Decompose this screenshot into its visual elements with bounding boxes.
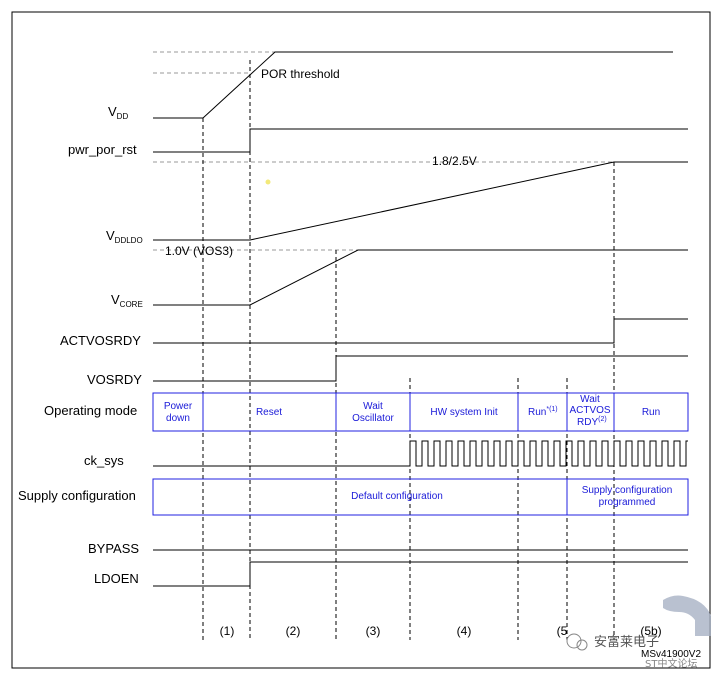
phase-label-1: (1) xyxy=(220,624,235,638)
watermark-subtext: ST中文论坛 xyxy=(645,657,697,670)
actvosrdy-waveform xyxy=(153,318,688,344)
v10-vos3-label: 1.0V (VOS3) xyxy=(165,244,233,258)
bypass-label: BYPASS xyxy=(88,541,139,556)
ck-sys-label: ck_sys xyxy=(84,453,124,468)
vosrdy-waveform xyxy=(153,355,688,382)
watermark: 安富莱电子 ST中文论坛 xyxy=(566,595,711,670)
ldoen-label: LDOEN xyxy=(94,571,139,586)
wechat-icon-bubble xyxy=(576,639,588,651)
phase-label-5b: (5b) xyxy=(640,624,661,638)
pwr-por-rst-label: pwr_por_rst xyxy=(68,142,137,157)
supply-config-box xyxy=(152,478,689,516)
operating-mode-row: Power down Reset Wait Oscillator HW syst… xyxy=(152,392,689,432)
figure-reference: MSv41900V2 xyxy=(641,649,701,660)
watermark-logo-icon xyxy=(663,595,711,636)
mode-run1: Run*(1) xyxy=(528,406,558,418)
por-threshold-label: POR threshold xyxy=(261,67,340,81)
v18-25-label: 1.8/2.5V xyxy=(432,154,477,168)
wechat-icon xyxy=(566,633,582,649)
vcore-label: VCORE xyxy=(111,292,143,309)
marker-dot xyxy=(265,179,271,185)
pwr-por-rst-waveform xyxy=(153,128,688,153)
mode-wait-osc-l2: Oscillator xyxy=(352,413,394,424)
actvosrdy-label: ACTVOSRDY xyxy=(60,333,141,348)
supply-programmed-l2: programmed xyxy=(599,497,656,508)
operating-mode-box xyxy=(152,392,689,432)
watermark-text: 安富莱电子 xyxy=(594,634,659,650)
vosrdy-label: VOSRDY xyxy=(87,372,142,387)
supply-config-label: Supply configuration xyxy=(18,488,136,503)
operating-mode-label: Operating mode xyxy=(44,403,137,418)
vdd-label: VDD xyxy=(108,104,128,121)
mode-wait-actvos-l1: Wait xyxy=(580,394,600,405)
mode-hw-system-init: HW system Init xyxy=(430,407,497,418)
mode-run: Run xyxy=(642,407,660,418)
vdd-waveform xyxy=(153,51,673,119)
ldoen-waveform xyxy=(153,561,688,587)
phase-label-5: (5 xyxy=(557,624,568,638)
mode-wait-actvos-l3: RDY(2) xyxy=(577,416,607,428)
mode-wait-osc-l1: Wait xyxy=(363,401,383,412)
phase-label-3: (3) xyxy=(366,624,381,638)
supply-programmed-l1: Supply configuration xyxy=(582,485,673,496)
supply-config-row: Default configuration Supply configurati… xyxy=(152,478,689,516)
mode-reset: Reset xyxy=(256,407,282,418)
ck-sys-waveform xyxy=(153,440,688,467)
mode-wait-actvos-l2: ACTVOS xyxy=(569,405,610,416)
mode-power-down-l2: down xyxy=(166,413,190,424)
vddldo-waveform xyxy=(153,161,688,241)
phase-label-2: (2) xyxy=(286,624,301,638)
phase-label-4: (4) xyxy=(457,624,472,638)
vcore-waveform xyxy=(153,249,688,306)
mode-power-down-l1: Power xyxy=(164,401,193,412)
vddldo-label: VDDLDO xyxy=(106,228,143,245)
supply-default: Default configuration xyxy=(351,491,443,502)
diagram-frame xyxy=(11,11,711,669)
